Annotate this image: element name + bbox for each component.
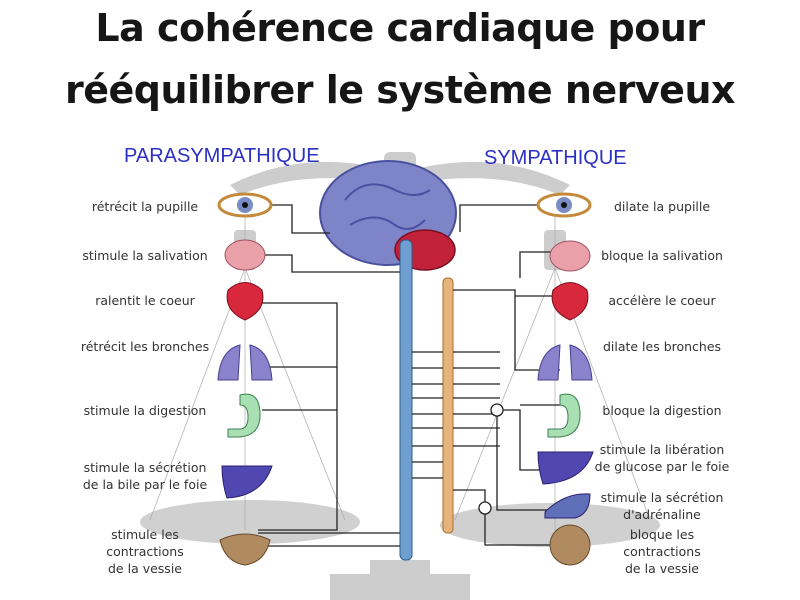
lungs-icon <box>217 344 273 381</box>
title-line-1: La cohérence cardiaque pour <box>95 6 705 50</box>
nerve-line <box>453 289 560 371</box>
heart-icon <box>226 282 264 321</box>
nerve-line <box>459 204 540 232</box>
sympathique-effect-label: d'adrénaline <box>623 507 701 522</box>
parasympathique-heading: PARASYMPATHIQUE <box>124 145 320 167</box>
eye-icon <box>536 192 592 218</box>
parasympathique-effect-label: stimule la sécrétion <box>84 460 207 475</box>
nerve-line <box>453 489 570 546</box>
parasympathique-effect-label: stimule la digestion <box>84 403 207 418</box>
nerve-line <box>258 302 338 531</box>
stomach-icon <box>547 393 581 438</box>
parasympathique-effect-label: stimule les <box>111 527 179 542</box>
spinal-cord <box>399 239 413 561</box>
sympathique-effects: dilate la pupille bloque la salivation acc… <box>595 199 730 576</box>
brain-icon <box>319 160 457 271</box>
nerve-line <box>258 204 330 234</box>
sympathique-heading: SYMPATHIQUE <box>484 147 627 169</box>
liver-icon <box>221 465 273 499</box>
sympathique-effect-label: bloque la salivation <box>601 248 723 263</box>
parasympathique-effect-label: stimule la salivation <box>82 248 207 263</box>
left-organs <box>217 192 273 566</box>
nerve-line <box>496 415 560 511</box>
sympathique-effect-label: stimule la libération <box>600 442 725 457</box>
parasympathique-effect-label: de la bile par le foie <box>83 477 208 492</box>
heart-icon <box>551 282 589 321</box>
right-organs <box>536 192 594 566</box>
salivary-gland-icon <box>224 239 266 271</box>
ganglion-icon <box>478 501 492 515</box>
title-line-2: rééquilibrer le système nerveux <box>64 68 736 112</box>
bladder-icon <box>549 524 591 566</box>
bladder-icon <box>219 533 271 566</box>
sympathique-effect-label: dilate la pupille <box>614 199 710 214</box>
sympathique-effect-label: bloque la digestion <box>602 403 721 418</box>
liver-icon <box>537 451 594 485</box>
salivary-gland-icon <box>549 240 591 272</box>
parasympathique-effect-label: rétrécit la pupille <box>92 199 199 214</box>
parasympathique-effect-label: ralentit le coeur <box>95 293 195 308</box>
sympathique-effect-label: accélère le coeur <box>608 293 716 308</box>
adrenal-gland-icon <box>544 493 591 519</box>
parasympathique-effect-label: rétrécit les bronches <box>81 339 209 354</box>
sympathique-effect-label: bloque les <box>630 527 694 542</box>
eye-icon <box>217 192 273 218</box>
sympathique-effect-label: dilate les bronches <box>603 339 721 354</box>
sympathique-effect-label: stimule la sécrétion <box>601 490 724 505</box>
parasympathique-effect-label: contractions <box>106 544 183 559</box>
sympathique-effect-label: de la vessie <box>625 561 699 576</box>
parasympathique-effect-label: de la vessie <box>108 561 182 576</box>
sympathique-effect-label: contractions <box>623 544 700 559</box>
ganglion-icon <box>490 403 504 417</box>
nerve-line <box>255 254 400 273</box>
sympathique-effect-label: de glucose par le foie <box>595 459 730 474</box>
lungs-icon <box>537 344 593 381</box>
sympathetic-chain <box>442 277 454 534</box>
stomach-icon <box>227 393 261 438</box>
parasympathique-effects: rétrécit la pupille stimule la salivation… <box>81 199 209 576</box>
